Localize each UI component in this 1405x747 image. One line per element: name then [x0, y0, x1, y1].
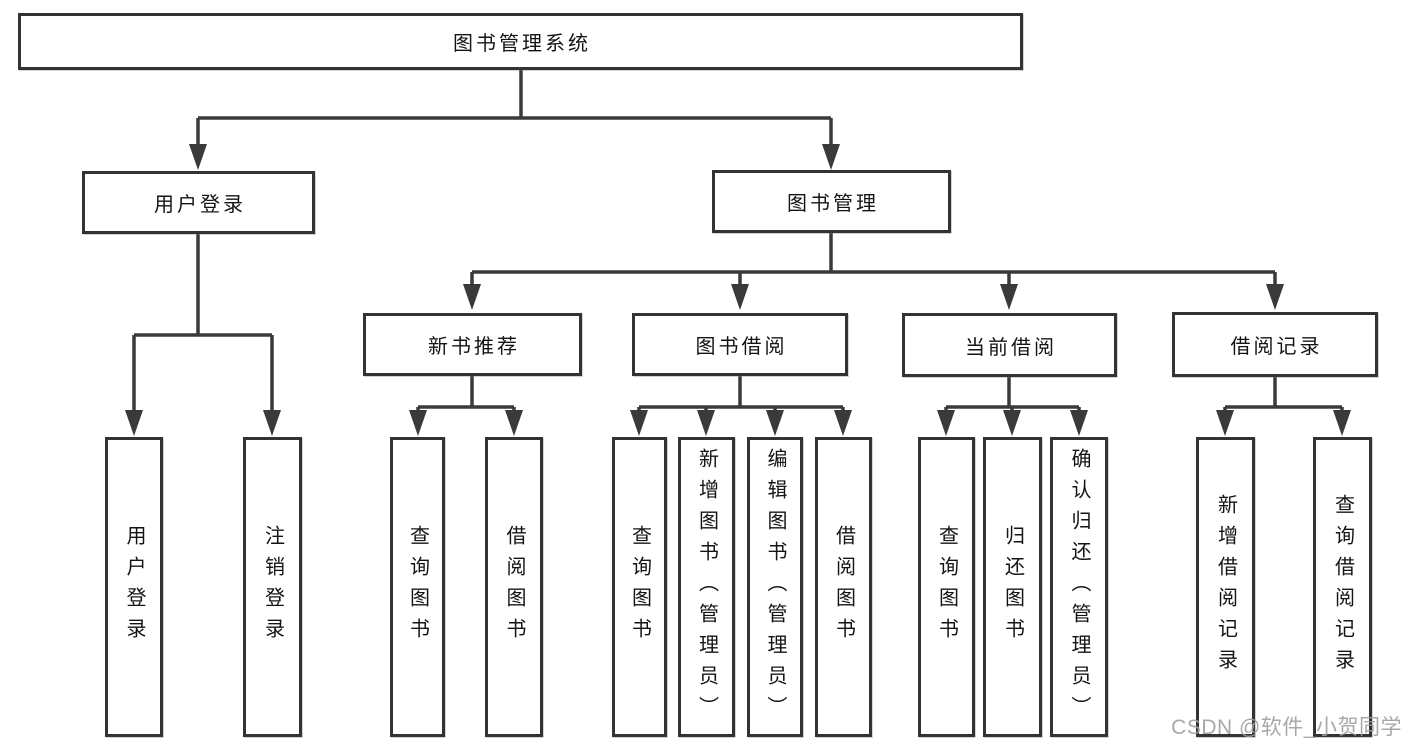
- node-leaf-user-login-label: 用户登录: [123, 525, 145, 649]
- node-user-login: 用户登录: [82, 171, 315, 234]
- node-leaf-bb-edit-book-label: 编辑图书（管理员）: [764, 447, 786, 727]
- node-leaf-br-query-record: 查询借阅记录: [1313, 437, 1372, 737]
- node-new-book-recommend-label: 新书推荐: [428, 336, 520, 358]
- node-leaf-rec-borrow-book: 借阅图书: [485, 437, 543, 737]
- node-new-book-recommend: 新书推荐: [363, 313, 582, 376]
- node-root: 图书管理系统: [18, 13, 1023, 70]
- node-leaf-logout: 注销登录: [243, 437, 302, 737]
- node-current-borrowing: 当前借阅: [902, 313, 1117, 377]
- node-leaf-cb-query-book-label: 查询图书: [935, 525, 958, 649]
- node-leaf-cb-confirm-return-label: 确认归还（管理员）: [1068, 447, 1090, 727]
- arrowheads: [125, 144, 1351, 436]
- node-book-management-label: 图书管理: [787, 193, 879, 215]
- node-borrow-records: 借阅记录: [1172, 312, 1378, 377]
- node-leaf-bb-query-book: 查询图书: [612, 437, 667, 737]
- node-leaf-rec-borrow-book-label: 借阅图书: [503, 525, 525, 649]
- node-leaf-cb-query-book: 查询图书: [918, 437, 975, 737]
- node-leaf-logout-label: 注销登录: [261, 525, 284, 649]
- node-book-borrowing-label: 图书借阅: [695, 336, 788, 358]
- node-leaf-cb-confirm-return: 确认归还（管理员）: [1050, 437, 1108, 737]
- node-leaf-rec-query-book: 查询图书: [390, 437, 445, 737]
- node-leaf-user-login: 用户登录: [105, 437, 163, 737]
- node-leaf-bb-add-book: 新增图书（管理员）: [678, 437, 735, 737]
- node-user-login-label: 用户登录: [154, 194, 246, 216]
- node-leaf-br-add-record: 新增借阅记录: [1196, 437, 1255, 737]
- node-leaf-br-add-record-label: 新增借阅记录: [1214, 494, 1237, 680]
- node-leaf-bb-borrow-book-label: 借阅图书: [832, 525, 855, 649]
- node-leaf-bb-borrow-book: 借阅图书: [815, 437, 872, 737]
- node-root-label: 图书管理系统: [453, 33, 591, 55]
- node-leaf-rec-query-book-label: 查询图书: [406, 525, 429, 649]
- node-book-management: 图书管理: [712, 170, 951, 233]
- csdn-watermark: CSDN @软件_小贺同学: [1171, 716, 1402, 739]
- node-leaf-bb-edit-book: 编辑图书（管理员）: [747, 437, 803, 737]
- node-borrow-records-label: 借阅记录: [1230, 336, 1323, 358]
- node-leaf-bb-add-book-label: 新增图书（管理员）: [695, 447, 718, 727]
- node-leaf-bb-query-book-label: 查询图书: [628, 525, 651, 649]
- node-leaf-cb-return-book: 归还图书: [983, 437, 1042, 737]
- node-leaf-cb-return-book-label: 归还图书: [1001, 525, 1024, 649]
- node-current-borrowing-label: 当前借阅: [965, 336, 1057, 359]
- node-leaf-br-query-record-label: 查询借阅记录: [1331, 494, 1354, 680]
- node-book-borrowing: 图书借阅: [632, 313, 848, 376]
